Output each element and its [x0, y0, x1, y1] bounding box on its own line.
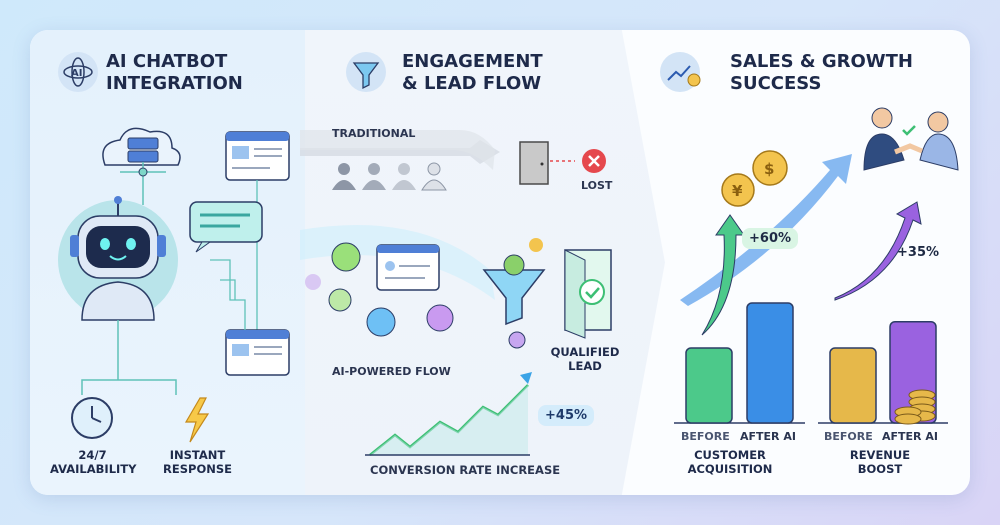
growth-chart-icon	[660, 52, 701, 92]
revenue-badge: +35%	[897, 245, 940, 260]
big-growth-arrow	[680, 154, 852, 306]
smiley-icons	[305, 242, 454, 337]
chat-bubble-icon	[189, 201, 263, 253]
svg-text:$: $	[764, 160, 774, 178]
conversion-line-chart	[365, 372, 532, 456]
ai-atom-icon: AI	[58, 52, 98, 92]
acquisition-arrow	[701, 214, 745, 336]
clock-icon	[71, 397, 113, 439]
robot-avatar-icon	[58, 196, 178, 395]
browser-window-icon	[225, 329, 290, 376]
coin-stack-icon	[894, 389, 936, 425]
qualified-door-icon	[564, 249, 612, 339]
lost-x-icon	[582, 149, 606, 173]
ai-powered-flow-label: AI-POWERED FLOW	[332, 365, 451, 378]
bar-label-after: AFTER AI	[740, 430, 796, 443]
revenue-arrow	[834, 201, 922, 301]
illustrations: AI ¥$	[58, 52, 959, 456]
chat-window-icon	[376, 244, 440, 291]
bar-label-before: BEFORE	[824, 430, 873, 443]
bar-label-before: BEFORE	[681, 430, 730, 443]
chart-title-acquisition: CUSTOMER ACQUISITION	[687, 448, 773, 476]
cloud-server-icon	[102, 127, 181, 205]
panel-title-engagement: ENGAGEMENT& LEAD FLOW	[402, 51, 543, 94]
connector-lines	[210, 259, 246, 330]
acquisition-badge: +60%	[742, 228, 799, 249]
person-icons	[332, 162, 447, 191]
bar-before	[685, 347, 733, 424]
handshake-icon	[863, 107, 959, 171]
svg-text:¥: ¥	[732, 182, 743, 200]
chart-title-revenue: REVENUE BOOST	[849, 448, 911, 476]
conversion-badge: +45%	[538, 405, 595, 426]
coin-icons: ¥$	[721, 150, 788, 207]
lead-funnel-icon	[482, 238, 546, 349]
door-icon	[519, 141, 575, 185]
bar-after-ai	[746, 302, 794, 424]
funnel-icon	[346, 52, 386, 92]
conversion-label: CONVERSION RATE INCREASE	[370, 463, 561, 477]
lightning-icon	[184, 397, 210, 443]
traditional-flow-band	[300, 140, 500, 164]
bar-before	[829, 347, 877, 424]
svg-text:AI: AI	[71, 68, 82, 79]
bar-label-after: AFTER AI	[882, 430, 938, 443]
lost-label: LOST	[581, 179, 613, 192]
traditional-label: TRADITIONAL	[332, 127, 416, 140]
